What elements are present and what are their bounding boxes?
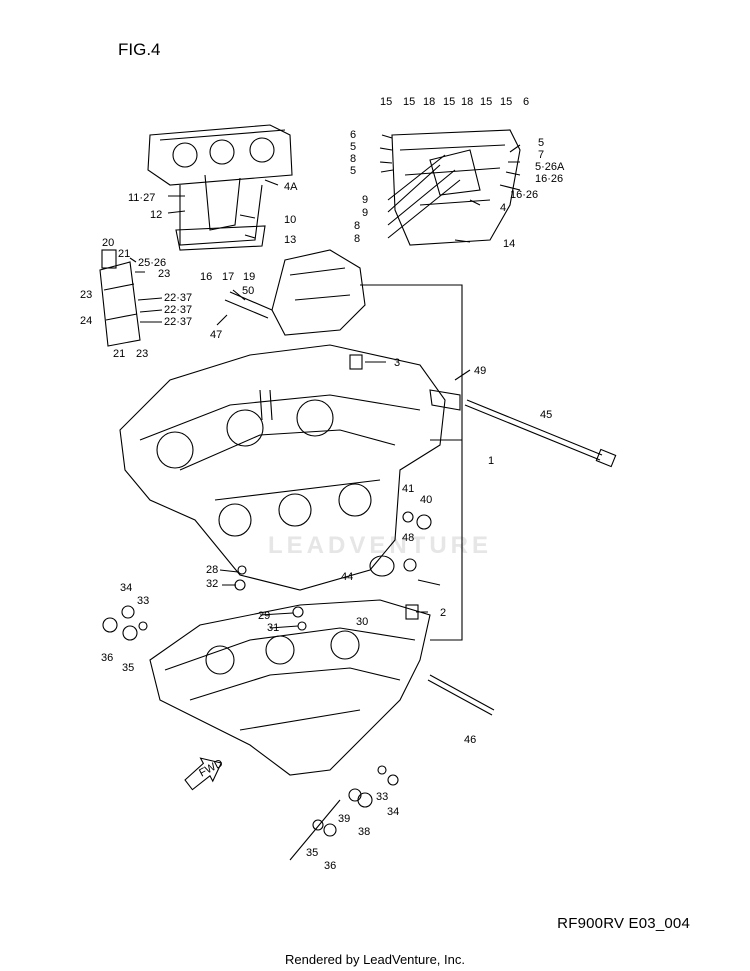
callout: 16·26 <box>510 189 538 201</box>
callout: 38 <box>358 826 370 838</box>
callout: 23 <box>158 268 170 280</box>
callout: 35 <box>122 662 134 674</box>
callout: 8 <box>354 220 360 232</box>
callout: 22·37 <box>164 316 192 328</box>
callout: 36 <box>324 860 336 872</box>
callout: 6 <box>523 96 529 108</box>
upper-crankcase-drawing <box>119 344 446 591</box>
callout: 29 <box>258 610 270 622</box>
callout: 5 <box>350 165 356 177</box>
pipe-drawing <box>224 291 273 319</box>
callout: 35 <box>306 847 318 859</box>
callout: 1 <box>488 455 494 467</box>
callout: 50 <box>242 285 254 297</box>
callout: 34 <box>120 582 132 594</box>
callout: 5 <box>350 141 356 153</box>
callout: 15 <box>380 96 392 108</box>
callout: 12 <box>150 209 162 221</box>
callout: 16 <box>200 271 212 283</box>
callout: 46 <box>464 734 476 746</box>
figure-label: FIG.4 <box>118 40 161 59</box>
callout: 36 <box>101 652 113 664</box>
callout: 3 <box>394 357 400 369</box>
callout: 45 <box>540 409 552 421</box>
callout: 41 <box>402 483 414 495</box>
watermark: LEADVENTURE <box>268 532 493 559</box>
callout: 10 <box>284 214 296 226</box>
callout: 18 <box>423 96 435 108</box>
callout: 30 <box>356 616 368 628</box>
footer-credit: Rendered by LeadVenture, Inc. <box>285 952 465 967</box>
callout: 28 <box>206 564 218 576</box>
fwd-arrow-icon: FWD <box>184 757 225 791</box>
callout: 18 <box>461 96 473 108</box>
callout: 6 <box>350 129 356 141</box>
cover-drawing <box>271 249 366 336</box>
callout-labels: 15 15 18 15 18 15 15 6 6 5 8 5 9 9 8 8 5… <box>80 96 565 872</box>
bolt-45-drawing <box>464 399 603 461</box>
callout: 9 <box>362 194 368 206</box>
callout: 23 <box>80 289 92 301</box>
callout: 5·26A <box>535 161 565 173</box>
callout: 33 <box>137 595 149 607</box>
callout: 23 <box>136 348 148 360</box>
callout: 39 <box>338 813 350 825</box>
callout: 21 <box>118 248 130 260</box>
callout: 2 <box>440 607 446 619</box>
callout: 24 <box>80 315 92 327</box>
callout: 19 <box>243 271 255 283</box>
callout: 8 <box>350 153 356 165</box>
callout: 33 <box>376 791 388 803</box>
callout: 7 <box>538 149 544 161</box>
callout: 15 <box>480 96 492 108</box>
dowel-49-drawing <box>429 389 461 411</box>
callout: 4 <box>500 202 506 214</box>
callout: 15 <box>403 96 415 108</box>
callout: 13 <box>284 234 296 246</box>
lower-crankcase-drawing <box>149 599 431 776</box>
plug-44-drawing <box>369 555 395 577</box>
callout: 15 <box>500 96 512 108</box>
diagram-code: RF900RV E03_004 <box>557 915 690 932</box>
callout: 8 <box>354 233 360 245</box>
callout: 22·37 <box>164 304 192 316</box>
callout: 48 <box>402 532 414 544</box>
callout: 14 <box>503 238 515 250</box>
callout: 5 <box>538 137 544 149</box>
callout: 32 <box>206 578 218 590</box>
callout: 9 <box>362 207 368 219</box>
callout: 40 <box>420 494 432 506</box>
callout: 4A <box>284 181 298 193</box>
callout: 25·26 <box>138 257 166 269</box>
callout: 20 <box>102 237 114 249</box>
callout: 44 <box>341 571 353 583</box>
callout: 16·26 <box>535 173 563 185</box>
callout: 49 <box>474 365 486 377</box>
callout: 34 <box>387 806 399 818</box>
oil-pan-drawing <box>391 129 521 246</box>
callout: 15 <box>443 96 455 108</box>
callout: 31 <box>267 622 279 634</box>
callout: 22·37 <box>164 292 192 304</box>
callout: 21 <box>113 348 125 360</box>
cylinder-head-drawing <box>147 124 293 251</box>
bolt-46-drawing <box>427 674 495 716</box>
callout: 11·27 <box>128 192 155 204</box>
callout: 17 <box>222 271 234 283</box>
callout: 47 <box>210 329 222 341</box>
breather-cover-drawing <box>99 249 141 347</box>
